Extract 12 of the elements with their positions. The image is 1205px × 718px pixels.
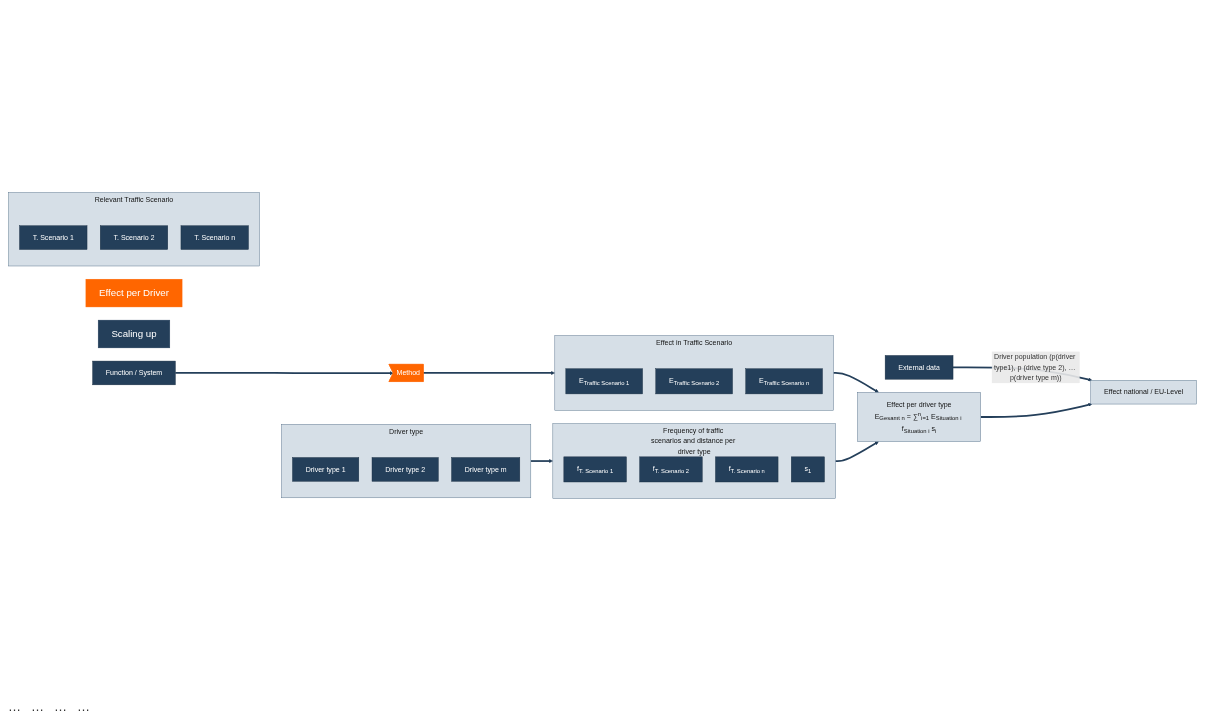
arrow [529,458,553,463]
node-box: Scaling up [97,319,171,348]
arrow [174,370,394,375]
node-box: Effect per Driver [85,278,183,307]
ellipsis-note: … [8,699,21,714]
arrow [832,371,879,393]
ellipsis-note: … [54,699,67,714]
ellipsis-note: … [77,699,90,714]
ellipsis-note: … [31,699,44,714]
arrow [422,370,555,375]
arrow [979,402,1093,418]
arrow [834,440,879,462]
